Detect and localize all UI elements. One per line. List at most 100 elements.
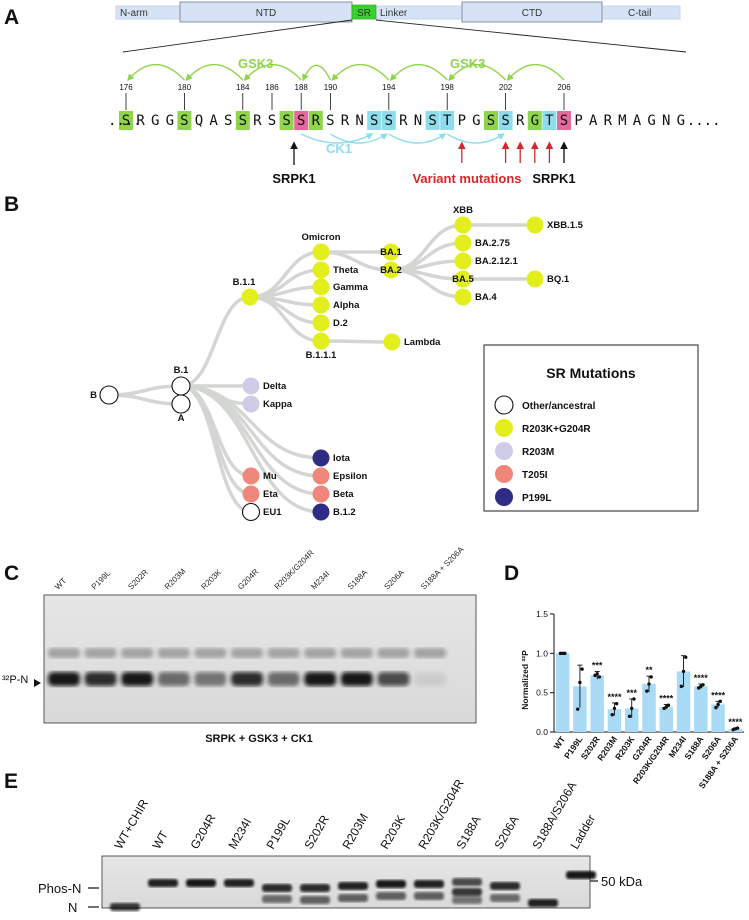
- gel-c-band: [231, 672, 263, 686]
- chart-y-tick-label: 1.5: [536, 609, 548, 619]
- residue: G: [647, 113, 655, 129]
- residue: A: [633, 113, 642, 129]
- residue-highlight: [425, 111, 440, 130]
- gsk3-label-right: GSK3: [450, 56, 485, 71]
- residue-highlight: [294, 111, 309, 130]
- gel-e-band: [452, 878, 482, 886]
- chart-bar: [555, 653, 570, 732]
- residue: S: [428, 113, 436, 129]
- residue: R: [312, 113, 321, 129]
- residue-highlight: [119, 111, 133, 130]
- legend-label: R203K+G204R: [522, 424, 591, 435]
- residue-highlight: [484, 111, 498, 130]
- residue-number: 202: [499, 83, 513, 92]
- gel-e-lane-label: WT: [149, 828, 171, 852]
- lineage-label: B.1.1: [233, 277, 256, 288]
- chart-point: [563, 651, 567, 656]
- residue: S: [385, 113, 393, 129]
- gel-c-lane-label: S188A + S206A: [419, 544, 466, 591]
- residue: R: [253, 113, 262, 129]
- residue: G: [151, 113, 159, 129]
- lineage-node: [312, 449, 330, 467]
- residue: S: [297, 113, 305, 129]
- lineage-label: Delta: [263, 381, 287, 392]
- chart-significance: ****: [659, 693, 674, 703]
- lineage-node: [383, 333, 401, 351]
- panel-label-c: C: [4, 562, 19, 585]
- residue: G: [677, 113, 685, 129]
- chart-point: [610, 712, 614, 717]
- chart-point: [735, 726, 740, 730]
- lineage-label: Theta: [333, 265, 359, 276]
- gsk3-arc: [389, 64, 448, 82]
- variant-label: Variant mutations: [412, 171, 521, 186]
- ck1-arc: [330, 133, 388, 144]
- chart-point: [679, 684, 684, 689]
- seq-suffix: ....: [687, 113, 721, 129]
- panel-label-e: E: [4, 770, 18, 793]
- lineage-node: [312, 296, 330, 314]
- legend-items: Other/ancestralR203K+G204RR203MT205IP199…: [494, 395, 596, 506]
- gsk3-arc: [127, 64, 185, 82]
- lineage-node: [312, 332, 330, 350]
- gel-c: [43, 594, 477, 724]
- chart-significance: ****: [607, 692, 622, 702]
- gel-e-band: [376, 880, 406, 888]
- lineage-label: Alpha: [333, 300, 360, 311]
- srpk1-left-annotation: SRPK1: [272, 141, 316, 186]
- srpk1-right-label: SRPK1: [532, 171, 575, 186]
- gel-c-upper-band: [377, 648, 410, 658]
- legend-swatch: [495, 488, 513, 506]
- lineage-node: [242, 395, 260, 413]
- chart-point: [701, 683, 705, 687]
- chart-significance: **: [645, 665, 653, 675]
- gel-c-band: [84, 672, 117, 686]
- gel-c-band: [414, 672, 446, 686]
- lineage-node: [242, 467, 260, 485]
- gel-e: [101, 855, 596, 911]
- gel-e-lane-label: WT+CHIR: [111, 797, 151, 852]
- legend-label: P199L: [522, 493, 551, 504]
- gel-c-caption: SRPK + GSK3 + CK1: [205, 733, 313, 745]
- chart-significance: ****: [728, 717, 743, 727]
- chart-point: [681, 669, 686, 674]
- legend-title: SR Mutations: [546, 365, 636, 381]
- lineage-edge: [108, 384, 182, 397]
- gsk3-arc: [302, 64, 332, 82]
- gel-e-n-label: N: [68, 900, 77, 915]
- lineage-node: [312, 278, 330, 296]
- gel-c-lane-label: S188A: [346, 568, 370, 592]
- lineage-label: EU1: [263, 507, 282, 518]
- lineage-edge: [180, 384, 322, 514]
- gel-c-lane-label: G204R: [236, 567, 260, 591]
- chart-point: [614, 701, 619, 706]
- domain-label-ctail: C-tail: [628, 8, 651, 19]
- legend-swatch: [495, 465, 513, 483]
- residue: R: [516, 113, 525, 129]
- residue: M: [618, 113, 626, 129]
- residue: T: [443, 113, 452, 129]
- gel-e-lane-label: S202R: [301, 812, 332, 851]
- lineage-label: Eta: [263, 489, 279, 500]
- chart-point: [645, 689, 649, 693]
- chart-significance: ***: [626, 688, 637, 698]
- chart-point: [649, 675, 653, 679]
- chart-bar: [694, 686, 708, 732]
- gel-c-band: [48, 672, 80, 686]
- lineage-node: [382, 243, 400, 261]
- chart-bar: [573, 686, 587, 732]
- chart-significance: ***: [592, 660, 603, 670]
- residue: R: [341, 113, 350, 129]
- gel-c-upper-band: [231, 648, 263, 658]
- residue: G: [472, 113, 480, 129]
- lineage-tree-nodes: BB.1AB.1.1OmicronThetaGammaAlphaD.2B.1.1…: [90, 205, 584, 522]
- domain-ctd: [461, 1, 603, 23]
- lineage-node: [242, 485, 260, 503]
- gsk3-arc: [506, 64, 565, 82]
- lineage-tree-lines: [108, 223, 535, 514]
- lineage-node: [312, 243, 330, 261]
- gel-e-band: [490, 894, 520, 902]
- panel-label-b: B: [4, 193, 19, 216]
